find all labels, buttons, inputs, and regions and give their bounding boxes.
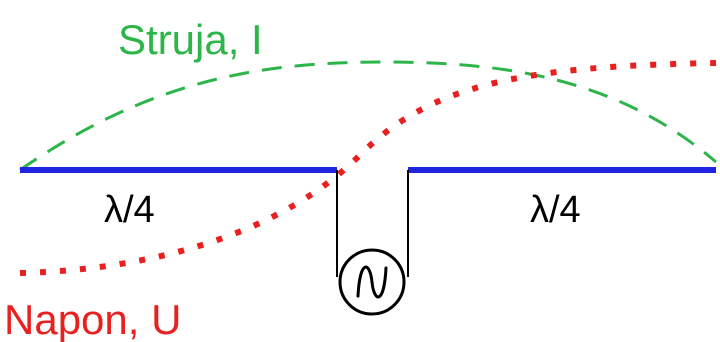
current-label: Struja, I xyxy=(118,16,263,63)
voltage-distribution-curve xyxy=(19,60,717,276)
right-segment-label: λ/4 xyxy=(530,189,581,231)
current-distribution-curve xyxy=(19,60,717,172)
ac-source-icon xyxy=(338,248,406,316)
left-segment-label: λ/4 xyxy=(104,189,155,231)
voltage-label: Napon, U xyxy=(4,296,181,342)
